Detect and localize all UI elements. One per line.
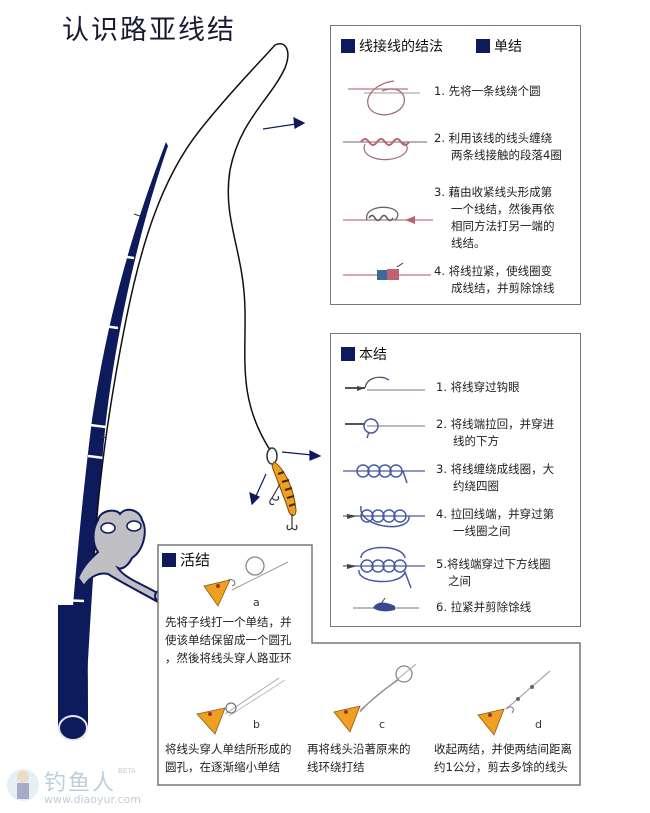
knot-step-4: 4. 将线拉紧，使线圈变 成线结，并剪除馀线 <box>434 264 555 295</box>
knot-step-3: 3. 藉由收紧线头形成第 一个线结，然後再依 相同方法打另一端的 线结。 <box>434 185 555 250</box>
clinch-step-4-illustration <box>343 505 425 528</box>
watermark-name: 钓鱼人 <box>44 771 117 796</box>
panel-subtitle: 单结 <box>494 39 522 55</box>
panel-header: 线接线的结法 <box>341 36 443 56</box>
clinch-step-4: 4. 拉回线端，并穿过第 一线圈之间 <box>436 507 555 538</box>
watermark-url: www.diaoyur.com <box>44 793 141 806</box>
square-bullet-icon <box>341 39 355 53</box>
line-to-line-panel: 线接线的结法 单结 1. 先将一条线绕个圆 2. 利用该线的线头缠绕 两条线接触… <box>330 25 581 305</box>
square-bullet-icon <box>341 347 355 361</box>
clinch-step-5: 5.将线端穿过下方线圈 之间 <box>436 557 551 588</box>
knot-step-2-illustration <box>343 138 427 161</box>
slip-step-a-caption: 先将子线打一个单结，并 使该单结保留成一个圆孔 ，然後将线头穿人路亚环 <box>165 615 292 665</box>
step-label-c: c <box>379 718 386 731</box>
slip-step-d-illustration <box>477 670 551 736</box>
clinch-step-2: 2. 将线端拉回，并穿进 线的下方 <box>436 417 555 448</box>
slip-step-a-illustration <box>203 556 289 607</box>
watermark: 钓鱼人 BETA www.diaoyur.com <box>4 765 164 810</box>
step-label-d: d <box>535 718 542 731</box>
clinch-step-5-illustration <box>343 546 425 589</box>
knot-step-1-illustration <box>348 80 420 116</box>
knot-step-4-illustration <box>343 262 431 280</box>
clinch-step-3-illustration <box>343 464 425 484</box>
page-title: 认识路亚线结 <box>62 15 236 46</box>
knot-step-2: 2. 利用该线的线头缠绕 两条线接触的段落4圈 <box>434 131 562 162</box>
arrow-icon <box>249 116 322 506</box>
slip-step-c-caption: 再将线头沿著原来的 线环绕打结 <box>307 742 411 774</box>
clinch-step-6-illustration <box>353 597 419 612</box>
clinch-step-2-illustration <box>345 418 425 439</box>
slip-knot-header: 活结 <box>162 549 210 570</box>
panel-title: 线接线的结法 <box>359 39 443 55</box>
square-bullet-icon <box>476 39 490 53</box>
panel-subheader: 单结 <box>476 36 522 56</box>
knot-step-3-illustration <box>343 206 433 224</box>
clinch-step-1-illustration <box>345 376 425 391</box>
knot-step-1: 1. 先将一条线绕个圆 <box>434 84 541 98</box>
clinch-knot-panel: 本结 <box>330 333 581 627</box>
step-label-a: a <box>253 596 260 609</box>
lure-icon <box>266 447 298 531</box>
step-label-b: b <box>253 718 260 731</box>
reel-icon <box>76 508 170 604</box>
slip-step-d-caption: 收起两结，并使两结间距离 约1公分，剪去多馀的线头 <box>434 742 572 774</box>
mascot-icon <box>7 769 39 801</box>
square-bullet-icon <box>162 552 176 567</box>
slip-step-b-illustration <box>196 677 286 735</box>
panel-title: 活结 <box>180 551 211 569</box>
panel-header: 本结 <box>341 344 387 364</box>
slip-step-b-caption: 将线头穿人单结所形成的 圆孔，在逐渐缩小单结 <box>165 742 292 774</box>
panel-title: 本结 <box>359 347 387 363</box>
clinch-step-3: 3. 将线缠绕成线圈，大 约绕四圈 <box>436 462 555 493</box>
slip-step-c-illustration <box>333 663 417 733</box>
watermark-badge: BETA <box>118 767 136 775</box>
clinch-step-6: 6. 拉紧并剪除馀线 <box>436 600 532 614</box>
clinch-step-1: 1. 将线穿过钩眼 <box>436 380 520 394</box>
